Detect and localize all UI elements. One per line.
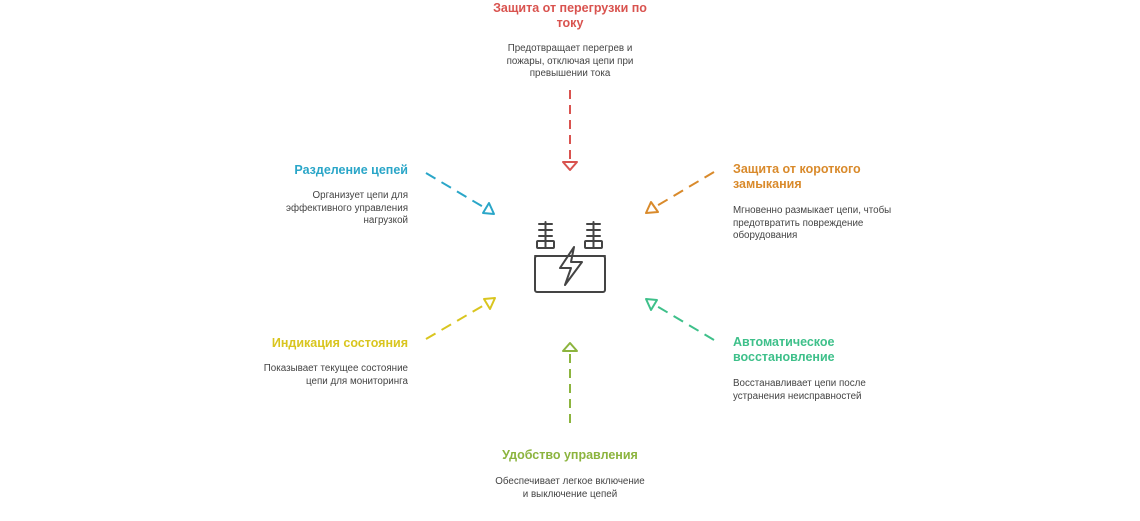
block-circuit-separation: Разделение цепей Организует цепи для эфф…	[188, 163, 408, 228]
block-description: Организует цепи для эффективного управле…	[286, 190, 408, 226]
block-description: Обеспечивает легкое включение и выключен…	[495, 476, 645, 500]
block-title: Разделение цепей	[294, 163, 408, 177]
block-description: Показывает текущее состояние цепи для мо…	[263, 363, 408, 387]
arrow-right-bottom	[645, 298, 715, 341]
block-title: Удобство управления	[502, 448, 638, 462]
block-description: Восстанавливает цепи после устранения не…	[733, 378, 866, 402]
block-description: Предотвращает перегрев и пожары, отключа…	[506, 43, 634, 79]
arrow-left-bottom	[425, 297, 496, 340]
block-status-indication: Индикация состояния Показывает текущее с…	[188, 336, 408, 388]
block-title: Защита от перегрузки по току	[493, 1, 647, 30]
arrow-top	[562, 90, 578, 171]
block-title: Защита от короткого замыкания	[733, 162, 861, 191]
block-short-circuit-protection: Защита от короткого замыкания Мгновенно …	[733, 162, 953, 243]
block-auto-recovery: Автоматическое восстановление Восстанавл…	[733, 335, 953, 403]
arrow-left-top	[425, 172, 495, 215]
block-title: Индикация состояния	[271, 336, 408, 350]
block-title: Автоматическое восстановление	[733, 335, 835, 364]
arrow-bottom	[562, 342, 578, 423]
block-ease-of-control: Удобство управления Обеспечивает легкое …	[460, 448, 680, 501]
block-description: Мгновенно размыкает цепи, чтобы предотвр…	[733, 205, 892, 241]
electrical-panel-lightning-icon	[534, 221, 606, 293]
arrow-right-top	[645, 171, 715, 214]
block-overcurrent-protection: Защита от перегрузки по току Предотвраща…	[460, 1, 680, 81]
